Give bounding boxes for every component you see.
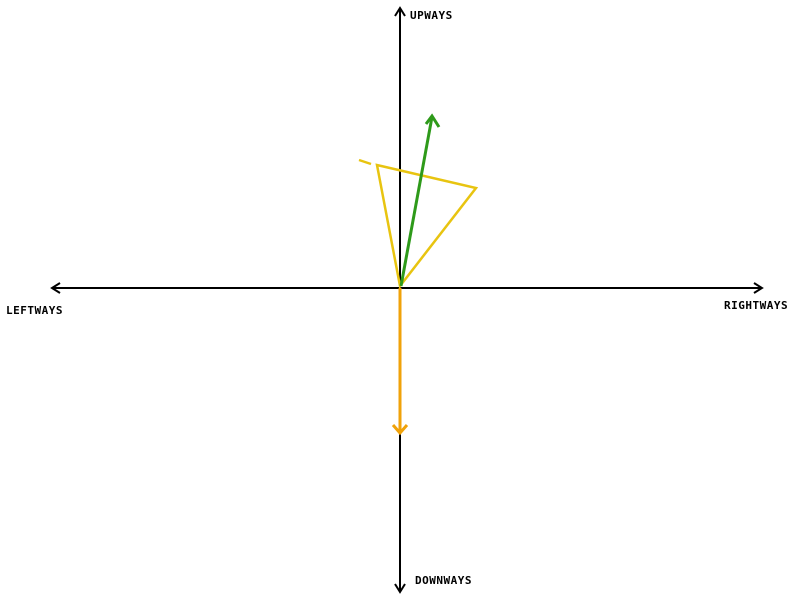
rightways-label: RIGHTWAYS bbox=[724, 299, 789, 312]
green-vector-arrowhead bbox=[424, 113, 441, 128]
leftways-label: LEFTWAYS bbox=[6, 304, 63, 317]
orange-vector-arrowhead bbox=[391, 424, 409, 436]
downways-label: DOWNWAYS bbox=[415, 574, 472, 587]
yellow-tick-mark bbox=[358, 158, 372, 166]
down-arrowhead bbox=[394, 583, 406, 594]
left-arrowhead bbox=[50, 282, 61, 294]
yellow-triangle bbox=[375, 163, 479, 289]
green-vector-line bbox=[399, 116, 434, 287]
right-arrowhead bbox=[753, 282, 764, 294]
up-arrowhead bbox=[394, 6, 406, 17]
upways-label: UPWAYS bbox=[410, 9, 453, 22]
